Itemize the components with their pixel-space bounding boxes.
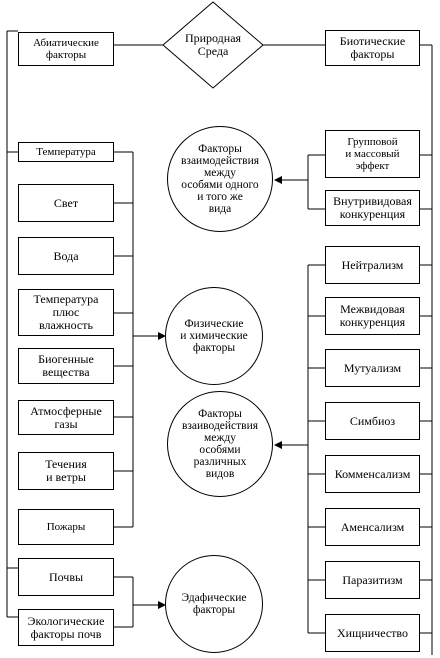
- biotic-header: Биотические факторы: [325, 30, 420, 66]
- factor-soil-ecological: Экологические факторы почв: [18, 609, 114, 646]
- environment-diamond: [162, 1, 264, 89]
- factor-soils: Почвы: [18, 558, 114, 596]
- factor-atmospheric-gases: Атмосферные газы: [18, 400, 114, 435]
- factor-water: Вода: [18, 237, 114, 275]
- environment-label: Природная Среда: [184, 31, 242, 58]
- circle-intraspecific: Факторы взаимодействия между особями одн…: [167, 126, 273, 232]
- mutualism: Мутуализм: [325, 349, 420, 387]
- circle-edaphic: Эдафические факторы: [165, 555, 263, 653]
- effect-group-mass: Групповой и массовый эффект: [325, 130, 420, 178]
- circle-interspecific: Факторы взаиводействия между особями раз…: [167, 391, 273, 497]
- factor-fires: Пожары: [18, 509, 114, 545]
- predation: Хищничество: [325, 614, 420, 652]
- neutralism: Нейтрализм: [325, 246, 420, 284]
- commensalism: Комменсализм: [325, 455, 420, 493]
- factor-biogenic: Биогенные вещества: [18, 348, 114, 384]
- parasitism: Паразитизм: [325, 561, 420, 599]
- intraspecific-competition: Внутривидовая конкуренция: [325, 190, 420, 226]
- abiotic-header: Абиатические факторы: [18, 32, 114, 66]
- factor-temperature: Температура: [18, 142, 114, 162]
- circle-physchem: Физические и химические факторы: [165, 287, 263, 385]
- amensalism: Аменсализм: [325, 508, 420, 546]
- factor-temperature-humidity: Температура плюс влажность: [18, 289, 114, 336]
- factor-currents-winds: Течения и ветры: [18, 452, 114, 490]
- symbiosis: Симбиоз: [325, 402, 420, 440]
- factor-light: Свет: [18, 184, 114, 222]
- interspecific-competition: Межвидовая конкуренция: [325, 297, 420, 335]
